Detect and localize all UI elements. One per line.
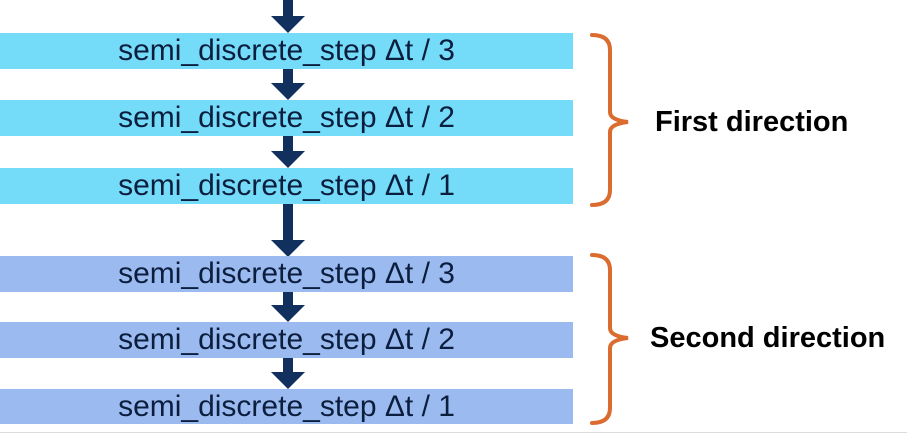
- step-bar: semi_discrete_step Δt / 2: [0, 322, 573, 358]
- step-bar-label: semi_discrete_step Δt / 2: [118, 323, 455, 356]
- down-arrow-icon: [271, 358, 305, 389]
- step-bar-label: semi_discrete_step Δt / 1: [118, 169, 455, 202]
- step-bar: semi_discrete_step Δt / 3: [0, 33, 573, 69]
- step-bar-label: semi_discrete_step Δt / 3: [118, 257, 455, 290]
- step-bar: semi_discrete_step Δt / 3: [0, 256, 573, 292]
- down-arrow-icon: [271, 292, 305, 322]
- down-arrow-icon: [271, 204, 305, 257]
- step-bar-label: semi_discrete_step Δt / 3: [118, 34, 455, 67]
- down-arrow-icon: [271, 69, 305, 100]
- step-bar-label: semi_discrete_step Δt / 2: [118, 101, 455, 134]
- down-arrow-icon: [271, 136, 305, 168]
- curly-brace-icon: [590, 253, 629, 425]
- group-label-second: Second direction: [650, 322, 886, 354]
- bottom-divider: [0, 432, 907, 433]
- group-label-first: First direction: [655, 106, 849, 138]
- step-bar: semi_discrete_step Δt / 1: [0, 168, 573, 204]
- step-bar-label: semi_discrete_step Δt / 1: [118, 389, 455, 423]
- step-bar: semi_discrete_step Δt / 1: [0, 389, 573, 424]
- curly-brace-icon: [590, 33, 629, 207]
- step-bar: semi_discrete_step Δt / 2: [0, 100, 573, 136]
- down-arrow-icon: [271, 0, 305, 33]
